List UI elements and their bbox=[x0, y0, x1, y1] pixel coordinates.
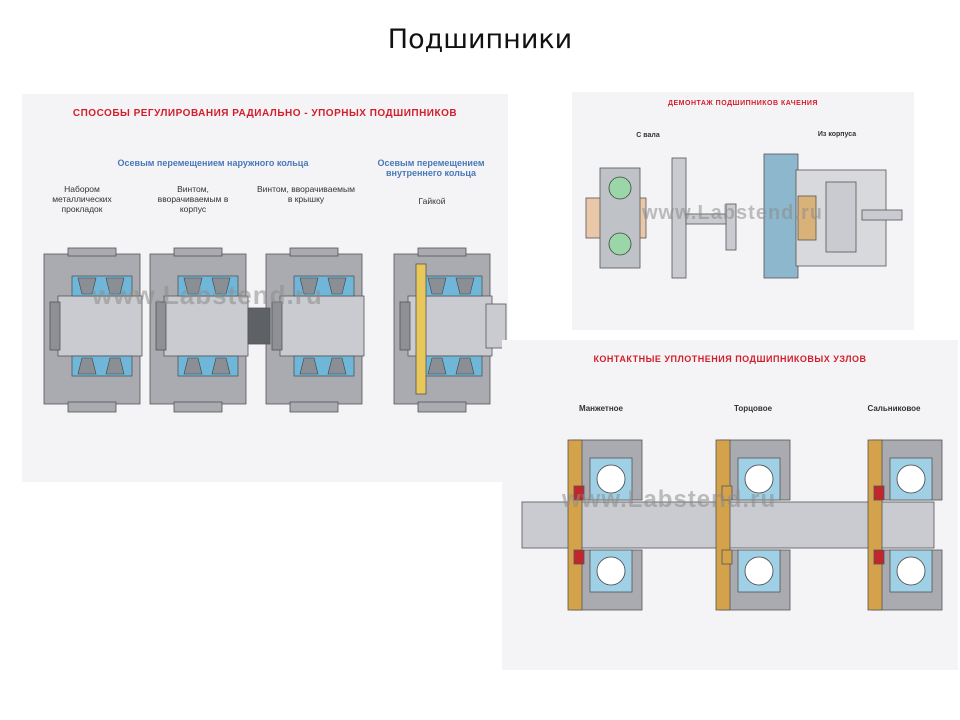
bearing-ball bbox=[896, 556, 926, 586]
bearing-ball bbox=[896, 464, 926, 494]
seal-element bbox=[873, 549, 885, 565]
tapered-roller bbox=[455, 277, 475, 295]
housing-flange bbox=[173, 247, 223, 257]
tapered-roller bbox=[455, 357, 475, 375]
tapered-roller bbox=[299, 277, 319, 295]
cover-cap bbox=[155, 301, 167, 351]
puller-knob bbox=[725, 203, 737, 251]
housing-wall bbox=[763, 153, 799, 279]
bearing-removal-figure: ДЕМОНТАЖ ПОДШИПНИКОВ КАЧЕНИЯ С вала Из к… bbox=[572, 92, 914, 330]
seal-element bbox=[721, 485, 733, 501]
slide-title: Подшипники bbox=[387, 24, 573, 55]
bearing-ball bbox=[596, 556, 626, 586]
outer-ring-group-heading: Осевым перемещением наружного кольца bbox=[117, 158, 309, 168]
bearing-removal-drawing bbox=[585, 153, 903, 279]
bearing-ball bbox=[608, 176, 632, 200]
cover-cap bbox=[49, 301, 61, 351]
method-label-nut: Гайкой bbox=[418, 196, 446, 206]
shaft bbox=[279, 295, 365, 357]
tapered-roller bbox=[327, 277, 347, 295]
cover bbox=[715, 439, 731, 611]
seal-element bbox=[573, 549, 585, 565]
seal-element bbox=[721, 549, 733, 565]
puller-screw bbox=[861, 209, 903, 221]
tapered-roller bbox=[105, 357, 125, 375]
bearing-ball bbox=[596, 464, 626, 494]
tapered-roller bbox=[183, 357, 203, 375]
shaft bbox=[57, 295, 143, 357]
housing-flange bbox=[289, 247, 339, 257]
cover-cap bbox=[271, 301, 283, 351]
housing-flange bbox=[289, 401, 339, 413]
shaft-end bbox=[485, 303, 507, 349]
inner-ring-group-heading: Осевым перемещением внутреннего кольца bbox=[377, 158, 485, 178]
adjustment-methods-drawing bbox=[43, 247, 507, 413]
seal-label-gland: Сальниковое bbox=[867, 404, 921, 413]
seal-label-face: Торцовое bbox=[733, 404, 773, 413]
bearing-ball bbox=[608, 232, 632, 256]
tapered-roller bbox=[183, 277, 203, 295]
housing-flange bbox=[173, 401, 223, 413]
removal-figure-title: ДЕМОНТАЖ ПОДШИПНИКОВ КАЧЕНИЯ bbox=[668, 100, 818, 107]
method-label-cover-screw: Винтом, вворачиваемым в крышку bbox=[257, 184, 355, 204]
bearing-ball bbox=[744, 464, 774, 494]
tapered-roller bbox=[77, 357, 97, 375]
method-label-shims: Набором металлических прокладок bbox=[52, 184, 112, 214]
tapered-roller bbox=[327, 357, 347, 375]
seal-element bbox=[573, 485, 585, 501]
tapered-roller bbox=[427, 277, 447, 295]
seal-label-lip: Манжетное bbox=[578, 404, 624, 413]
removal-label-from-housing: Из корпуса bbox=[817, 131, 857, 138]
housing-flange bbox=[417, 247, 467, 257]
tapered-roller bbox=[299, 357, 319, 375]
tapered-roller bbox=[427, 357, 447, 375]
puller-jaws bbox=[825, 181, 857, 253]
tapered-roller bbox=[105, 277, 125, 295]
cover bbox=[867, 439, 883, 611]
adjustment-figure-title: СПОСОБЫ РЕГУЛИРОВАНИЯ РАДИАЛЬНО - УПОРНЫ… bbox=[72, 108, 458, 119]
adjustment-methods-figure: СПОСОБЫ РЕГУЛИРОВАНИЯ РАДИАЛЬНО - УПОРНЫ… bbox=[22, 94, 508, 482]
housing-flange bbox=[67, 401, 117, 413]
tapered-roller bbox=[77, 277, 97, 295]
method-label-housing-screw: Винтом, вворачиваемым в корпус bbox=[157, 184, 229, 214]
puller-screw bbox=[671, 157, 687, 279]
housing-flange bbox=[417, 401, 467, 413]
contact-seals-figure: КОНТАКТНЫЕ УПЛОТНЕНИЯ ПОДШИПНИКОВЫХ УЗЛО… bbox=[502, 340, 958, 670]
adjusting-screw bbox=[247, 307, 271, 345]
tapered-roller bbox=[211, 277, 231, 295]
housing-flange bbox=[67, 247, 117, 257]
nut-spacer bbox=[415, 263, 427, 395]
cover-cap bbox=[399, 301, 411, 351]
seals-figure-title: КОНТАКТНЫЕ УПЛОТНЕНИЯ ПОДШИПНИКОВЫХ УЗЛО… bbox=[593, 354, 867, 364]
shaft bbox=[163, 295, 249, 357]
bearing-outer-ring bbox=[797, 195, 817, 241]
removal-label-from-shaft: С вала bbox=[636, 132, 660, 139]
contact-seals-drawing bbox=[521, 439, 943, 611]
cover bbox=[567, 439, 583, 611]
bearing-ball bbox=[744, 556, 774, 586]
tapered-roller bbox=[211, 357, 231, 375]
seal-element bbox=[873, 485, 885, 501]
